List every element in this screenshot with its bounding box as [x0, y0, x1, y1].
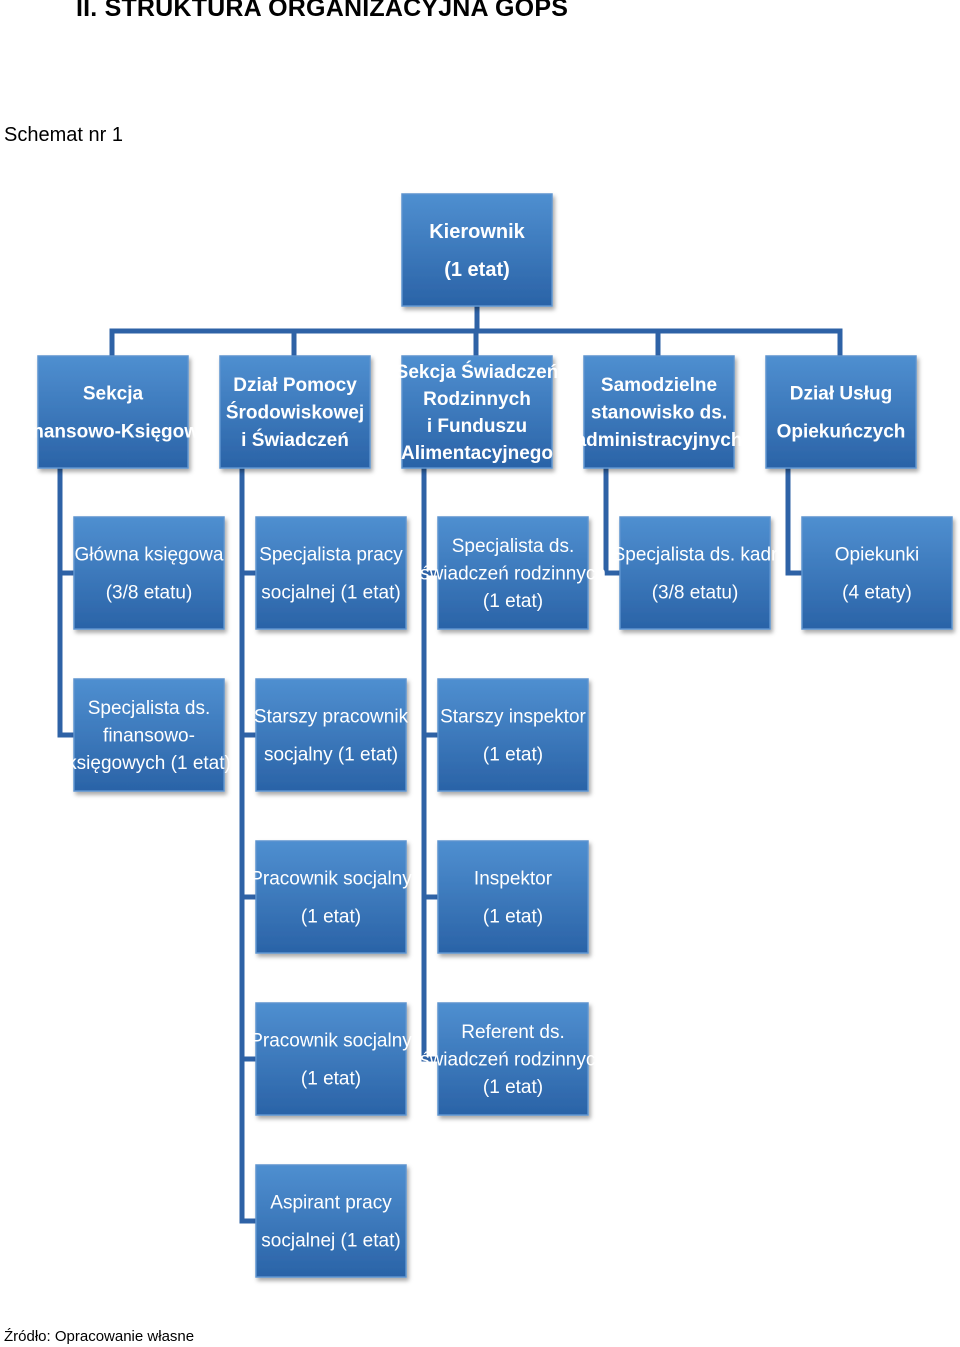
staff-box-shape: [73, 516, 225, 630]
department-box-text-line: Rodzinnych: [423, 389, 531, 410]
staff-box-text-line: (4 etaty): [842, 583, 912, 604]
staff-box-text-line: Pracownik socjalny: [250, 869, 412, 890]
staff-box-text-line: Starszy inspektor: [440, 707, 586, 728]
staff-box-shape: [437, 840, 589, 954]
staff-box-text-line: Aspirant pracy: [270, 1193, 392, 1214]
staff-box: Inspektor (1 etat): [437, 840, 589, 954]
diagram-subtitle: Schemat nr 1: [4, 124, 123, 146]
staff-box-text-line: (1 etat): [301, 1069, 361, 1090]
staff-box-text-line: Inspektor: [474, 869, 553, 890]
staff-box-text-line: Specjalista pracy: [259, 545, 403, 566]
root-box-kierownik: Kierownik (1 etat): [401, 193, 553, 307]
staff-box-shape: [255, 840, 407, 954]
department-box-shape: [219, 355, 371, 469]
department-box-text-line: Sekcja: [83, 384, 144, 405]
staff-box-text-line: socjalnej (1 etat): [261, 583, 400, 604]
staff-box: Specjalista ds. finansowo-księgowych (1 e…: [67, 678, 231, 792]
staff-box-text-line: Specjalista ds.: [88, 698, 211, 719]
staff-box-text-line: (1 etat): [483, 745, 543, 766]
department-box-text-line: Finansowo-Księgowo: [15, 422, 210, 443]
org-boxes: Kierownik (1 etat) SekcjaFinansowo-Księgow…: [15, 193, 953, 1278]
staff-box-shape: [255, 1164, 407, 1278]
department-box-text-line: Dział Usług: [790, 384, 892, 405]
staff-box-text-line: Referent ds.: [461, 1022, 565, 1043]
page-heading: II. STRUKTURA ORGANIZACYJNA GOPS: [76, 0, 569, 22]
staff-box-text-line: Specjalista ds. kadr: [613, 545, 778, 566]
staff-box: Specjalista pracy socjalnej (1 etat): [255, 516, 407, 630]
department-box-shape: [583, 355, 735, 469]
staff-box-shape: [255, 516, 407, 630]
department-box-shape: [37, 355, 189, 469]
staff-box-text-line: (1 etat): [301, 907, 361, 928]
staff-box: Opiekunki (4 etaty): [801, 516, 953, 630]
department-box-text-line: Sekcja Świadczeń: [396, 361, 559, 383]
department-box-text-line: Opiekuńczych: [777, 422, 906, 443]
department-box-text-line: i Świadczeń: [241, 429, 349, 451]
staff-box-shape: [801, 516, 953, 630]
department-box-text-line: Alimentacyjnego: [401, 443, 553, 464]
department-box-text-line: Dział Pomocy: [233, 375, 357, 396]
staff-box-text-line: (3/8 etatu): [652, 583, 739, 604]
staff-box-shape: [255, 678, 407, 792]
staff-box: Specjalista ds. kadr (3/8 etatu): [613, 516, 778, 630]
department-box-shape: [401, 355, 553, 469]
staff-box-text-line: finansowo-: [103, 726, 195, 747]
connector-lines: [57, 303, 843, 1224]
staff-box-text-line: księgowych (1 etat): [67, 753, 231, 774]
root-box-kierownik-text-line: (1 etat): [444, 259, 510, 281]
staff-box-text-line: Główna księgowa: [75, 545, 224, 566]
staff-box-shape: [619, 516, 771, 630]
department-box-text-line: Środowiskowej: [226, 402, 364, 424]
staff-box: Starszy inspektor (1 etat): [437, 678, 589, 792]
staff-box-text-line: (3/8 etatu): [106, 583, 193, 604]
department-box-text-line: i Funduszu: [427, 416, 527, 437]
staff-box-shape: [437, 1002, 589, 1116]
staff-box-text-line: (1 etat): [483, 1077, 543, 1098]
staff-box-text-line: świadczeń rodzinnych: [420, 564, 606, 585]
staff-box-text-line: (1 etat): [483, 907, 543, 928]
staff-box-text-line: Opiekunki: [835, 545, 920, 566]
staff-box-shape: [255, 1002, 407, 1116]
staff-box-text-line: Pracownik socjalny: [250, 1031, 412, 1052]
staff-box-shape: [73, 678, 225, 792]
department-box-text-line: administracyjnych: [576, 430, 743, 451]
staff-box: Pracownik socjalny (1 etat): [250, 840, 412, 954]
staff-box-text-line: Starszy pracownik: [254, 707, 409, 728]
root-box-kierownik-text-line: Kierownik: [429, 221, 525, 243]
department-box-text-line: stanowisko ds.: [591, 403, 727, 424]
staff-box-text-line: Specjalista ds.: [452, 536, 575, 557]
staff-box-text-line: socjalnej (1 etat): [261, 1231, 400, 1252]
department-box: Samodzielne stanowisko ds. administracyjny…: [576, 355, 743, 469]
staff-box: Aspirant pracy socjalnej (1 etat): [255, 1164, 407, 1278]
staff-box-shape: [437, 678, 589, 792]
staff-box: Specjalista ds. świadczeń rodzinnych (1 et…: [420, 516, 606, 630]
department-box-text-line: Samodzielne: [601, 375, 717, 396]
department-box-shape: [765, 355, 917, 469]
staff-box-text-line: świadczeń rodzinnych: [420, 1050, 606, 1071]
staff-box-text-line: (1 etat): [483, 591, 543, 612]
staff-box: Pracownik socjalny (1 etat): [250, 1002, 412, 1116]
staff-box: Główna księgowa (3/8 etatu): [73, 516, 225, 630]
root-box-kierownik-shape: [401, 193, 553, 307]
org-chart: Kierownik (1 etat) SekcjaFinansowo-Księgow…: [15, 193, 953, 1278]
staff-box: Referent ds. świadczeń rodzinnych (1 etat): [420, 1002, 606, 1116]
staff-box: Starszy pracownik socjalny (1 etat): [254, 678, 409, 792]
source-note: Źródło: Opracowanie własne: [4, 1328, 195, 1345]
staff-box-text-line: socjalny (1 etat): [264, 745, 398, 766]
staff-box-shape: [437, 516, 589, 630]
